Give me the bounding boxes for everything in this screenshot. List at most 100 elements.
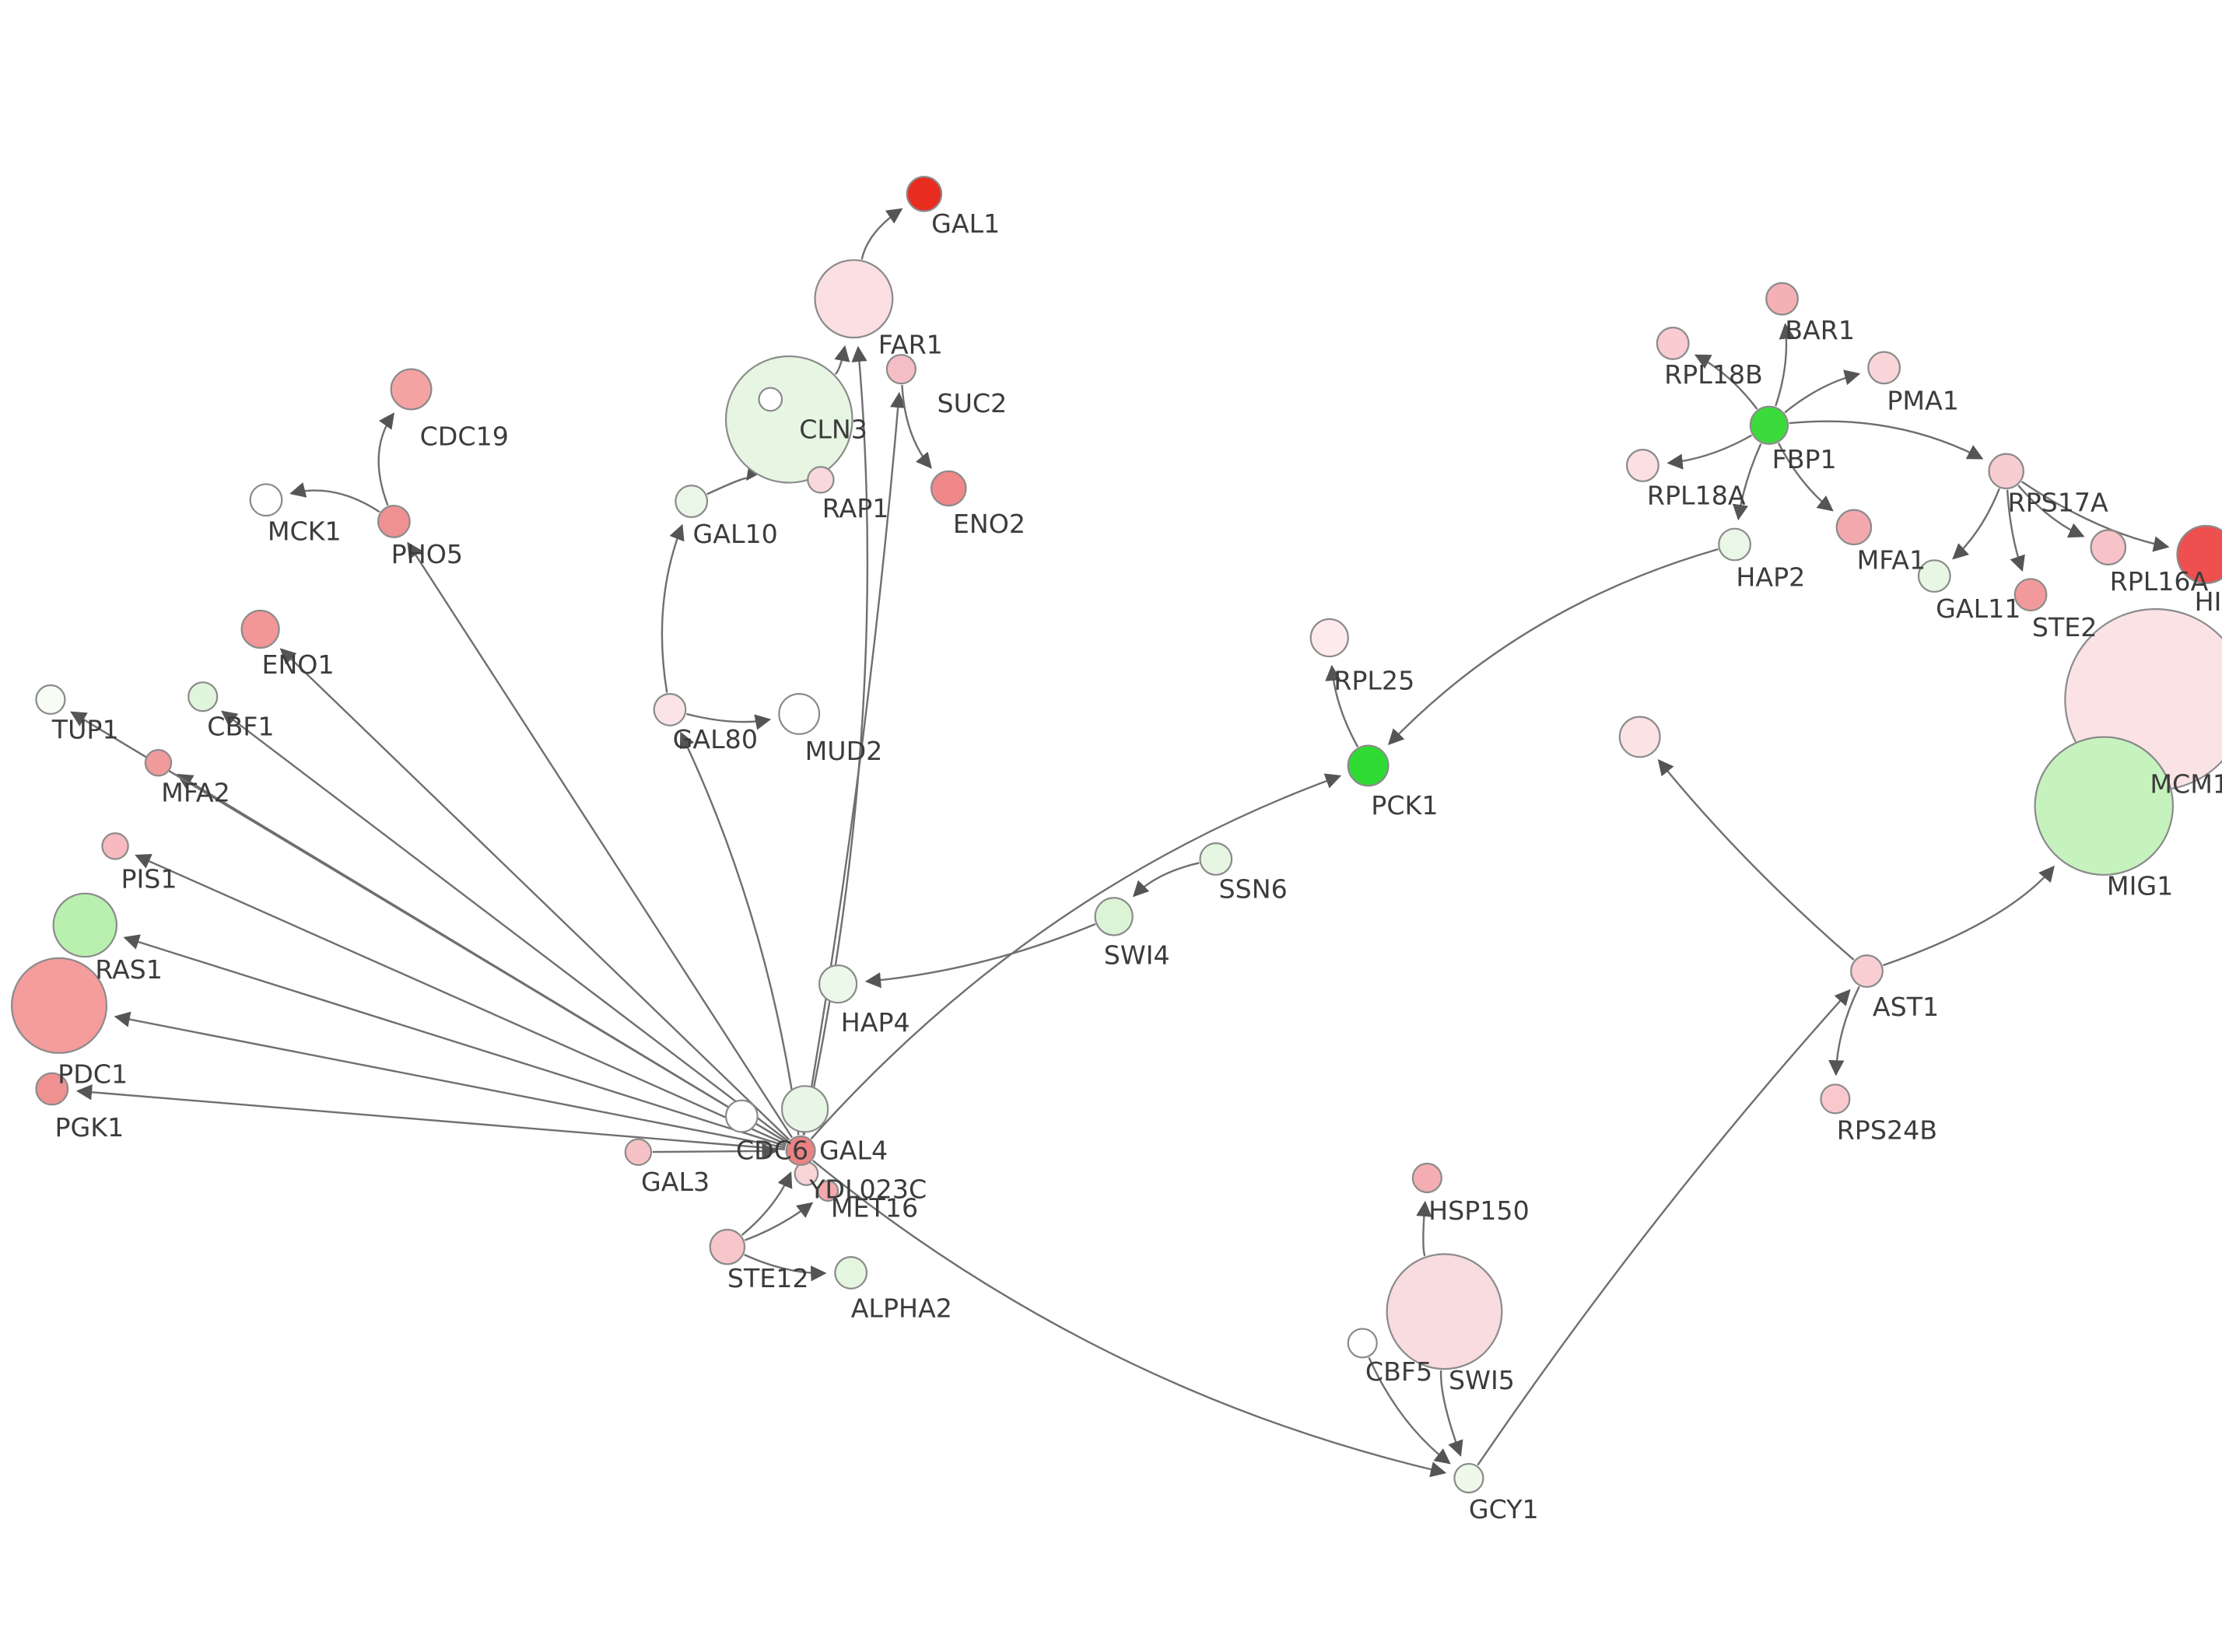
edge-CBF5-GCY1[interactable] bbox=[1368, 1356, 1451, 1465]
edge-GAL4-FAR1[interactable] bbox=[803, 345, 869, 1136]
node-SSN6[interactable] bbox=[1199, 842, 1233, 876]
edge-GCY1-AST1[interactable] bbox=[1477, 989, 1851, 1466]
node-RPL18A[interactable] bbox=[1625, 448, 1659, 482]
node-HIS4[interactable] bbox=[2176, 524, 2222, 584]
node-PIS1[interactable] bbox=[101, 832, 129, 860]
edge-FBP1-BAR1[interactable] bbox=[1775, 323, 1795, 407]
edge-PHO5-CDC19[interactable] bbox=[377, 412, 394, 506]
node-unlabeled-NODE1[interactable] bbox=[758, 387, 783, 412]
edge-RPS17A-GAL11[interactable] bbox=[1952, 488, 2000, 560]
node-MET16[interactable] bbox=[817, 1180, 839, 1202]
node-SUC2[interactable] bbox=[885, 354, 916, 385]
edge-GAL4-PGK1[interactable] bbox=[75, 1084, 785, 1150]
node-SWI5[interactable] bbox=[1386, 1253, 1503, 1370]
edge-FBP1-RPL18B[interactable] bbox=[1694, 354, 1758, 410]
node-RAS1[interactable] bbox=[52, 892, 118, 958]
edge-FBP1-RPL18A[interactable] bbox=[1666, 434, 1753, 470]
edge-GAL4-GCY1[interactable] bbox=[811, 1160, 1447, 1478]
node-GAL10[interactable] bbox=[675, 485, 709, 519]
node-PGK1[interactable] bbox=[35, 1072, 69, 1106]
node-GAL11[interactable] bbox=[1917, 559, 1951, 593]
node-GAL4[interactable] bbox=[785, 1135, 816, 1166]
edge-GAL4-ENO1[interactable] bbox=[279, 648, 790, 1141]
edge-AST1-RPS24B[interactable] bbox=[1828, 985, 1860, 1076]
node-CDC19[interactable] bbox=[390, 368, 433, 411]
edge-GAL80-GAL10[interactable] bbox=[661, 523, 685, 693]
node-PHO5[interactable] bbox=[377, 505, 411, 538]
node-CLN3[interactable] bbox=[724, 355, 853, 484]
edge-FBP1-HAP2[interactable] bbox=[1732, 443, 1762, 521]
node-BAR1[interactable] bbox=[1765, 282, 1799, 316]
edge-STE12-GAL4[interactable] bbox=[741, 1171, 793, 1236]
node-RAP1[interactable] bbox=[807, 466, 835, 494]
edge-AST1-MIG1[interactable] bbox=[1882, 865, 2055, 967]
node-CDC6[interactable] bbox=[724, 1099, 759, 1133]
node-unlabeled-NODE2[interactable] bbox=[780, 1085, 829, 1133]
node-ENO1[interactable] bbox=[240, 609, 280, 649]
edge-GAL4-TUP1[interactable] bbox=[70, 711, 788, 1143]
edge-SWI5-GCY1[interactable] bbox=[1439, 1370, 1463, 1457]
node-unlabeled-NODE3[interactable] bbox=[1618, 716, 1661, 758]
edge-GAL4-RAS1[interactable] bbox=[123, 934, 787, 1147]
edge-GAL10-CLN3[interactable] bbox=[706, 463, 762, 495]
edge-STE12-ALPHA2[interactable] bbox=[744, 1254, 827, 1282]
node-ALPHA2[interactable] bbox=[834, 1255, 868, 1290]
edge-PCK1-RPL25[interactable] bbox=[1325, 664, 1359, 747]
node-MIG1[interactable] bbox=[2034, 736, 2175, 876]
node-HAP2[interactable] bbox=[1718, 527, 1752, 562]
node-GAL1[interactable] bbox=[906, 176, 943, 212]
edge-GAL4-PIS1[interactable] bbox=[135, 854, 787, 1146]
edge-GAL4-PHO5[interactable] bbox=[407, 541, 793, 1139]
node-FAR1[interactable] bbox=[814, 259, 894, 339]
node-MFA2[interactable] bbox=[144, 749, 173, 777]
node-RPL16A[interactable] bbox=[2090, 529, 2127, 565]
node-STE12[interactable] bbox=[709, 1228, 746, 1265]
edge-FBP1-PMA1[interactable] bbox=[1784, 369, 1861, 414]
edge-SWI4-HAP4[interactable] bbox=[864, 923, 1096, 989]
node-MUD2[interactable] bbox=[778, 692, 821, 735]
node-MFA1[interactable] bbox=[1835, 509, 1873, 546]
node-GAL3[interactable] bbox=[624, 1138, 653, 1166]
node-CBF5[interactable] bbox=[1347, 1328, 1378, 1359]
node-GAL80[interactable] bbox=[653, 692, 687, 726]
edge-GAL4-PDC1[interactable] bbox=[114, 1011, 786, 1149]
edge-SWI5-HSP150[interactable] bbox=[1416, 1200, 1432, 1257]
node-FBP1[interactable] bbox=[1749, 405, 1789, 445]
edge-CLN3-FAR1[interactable] bbox=[834, 345, 850, 375]
node-SWI4[interactable] bbox=[1094, 897, 1134, 936]
node-HAP4[interactable] bbox=[818, 964, 858, 1004]
edge-SSN6-SWI4[interactable] bbox=[1132, 862, 1200, 898]
edge-GAL4-CBF1[interactable] bbox=[221, 710, 789, 1142]
edge-FAR1-GAL1[interactable] bbox=[860, 208, 903, 260]
edge-RPS17A-STE2[interactable] bbox=[2006, 489, 2025, 572]
edge-GAL80-MUD2[interactable] bbox=[686, 712, 772, 730]
edge-GAL4-GAL80[interactable] bbox=[679, 731, 800, 1136]
node-RPS24B[interactable] bbox=[1820, 1083, 1851, 1115]
edge-STE12-MET16[interactable] bbox=[744, 1202, 814, 1241]
node-GCY1[interactable] bbox=[1453, 1462, 1484, 1494]
edge-RPS17A-RPL16A[interactable] bbox=[2017, 485, 2085, 538]
node-TUP1[interactable] bbox=[35, 684, 66, 716]
edge-HAP2-PCK1[interactable] bbox=[1387, 548, 1719, 746]
edge-GAL3-GAL4[interactable] bbox=[652, 1143, 778, 1160]
node-AST1[interactable] bbox=[1850, 954, 1884, 988]
node-MCK1[interactable] bbox=[249, 483, 283, 517]
edge-RPS17A-HIS4[interactable] bbox=[2020, 481, 2170, 552]
node-ENO2[interactable] bbox=[931, 470, 967, 507]
node-CBF1[interactable] bbox=[188, 681, 219, 712]
edge-AST1-NODE3[interactable] bbox=[1657, 759, 1855, 961]
edge-PHO5-MCK1[interactable] bbox=[289, 482, 380, 513]
edge-SUC2-ENO2[interactable] bbox=[901, 384, 932, 469]
edge-GAL4-PCK1[interactable] bbox=[810, 773, 1342, 1140]
node-RPL25[interactable] bbox=[1309, 618, 1349, 658]
node-RPS17A[interactable] bbox=[1988, 453, 2024, 490]
node-PMA1[interactable] bbox=[1867, 351, 1901, 385]
node-PDC1[interactable] bbox=[10, 957, 108, 1054]
node-HSP150[interactable] bbox=[1411, 1162, 1442, 1194]
edge-FBP1-MFA1[interactable] bbox=[1777, 443, 1834, 512]
edge-FBP1-RPS17A[interactable] bbox=[1789, 420, 1984, 460]
node-RPL18B[interactable] bbox=[1656, 326, 1690, 360]
node-PCK1[interactable] bbox=[1347, 744, 1390, 787]
